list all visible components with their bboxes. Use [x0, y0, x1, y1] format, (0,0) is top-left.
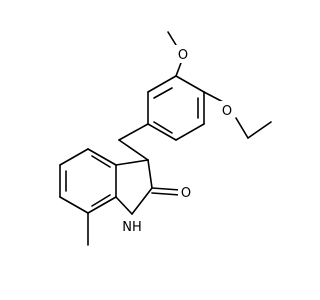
- bond: [151, 187, 181, 191]
- bond: [59, 196, 89, 214]
- benzyl-bond-1: [118, 139, 149, 161]
- bond: [147, 75, 177, 93]
- bond: [115, 159, 149, 166]
- bond: [131, 187, 153, 215]
- bond: [87, 148, 117, 166]
- bond: [175, 75, 205, 93]
- carbonyl-oxygen-label: O: [181, 186, 191, 201]
- bond: [147, 159, 153, 189]
- ethoxy-oxygen-label: O: [222, 104, 232, 119]
- five-membered-ring: [115, 159, 153, 215]
- ethoxy-group: [203, 91, 272, 139]
- double-bond-inner: [91, 155, 111, 168]
- molecule-structure: O O O NH: [59, 31, 272, 246]
- bond: [115, 196, 133, 215]
- benzene-ring-right: [147, 75, 205, 141]
- benzyl-bond-2: [118, 123, 149, 141]
- bond: [247, 121, 272, 139]
- double-bond-inner: [153, 121, 173, 134]
- atom-label-carbonyl-oxygen: O: [178, 183, 194, 201]
- methoxy-oxygen-label: O: [178, 48, 188, 63]
- bond: [175, 123, 205, 141]
- bond: [87, 196, 117, 214]
- double-bond-inner: [91, 194, 111, 207]
- benzene-ring-left: [59, 148, 117, 214]
- double-bond-inner: [153, 87, 173, 99]
- carbonyl-group: [151, 187, 181, 196]
- bond: [235, 117, 249, 139]
- atom-label-amine-nh: NH: [118, 217, 146, 235]
- atom-label-ethoxy-oxygen: O: [219, 101, 235, 119]
- bond: [147, 123, 177, 141]
- atom-label-methoxy-oxygen: O: [175, 45, 191, 63]
- bond: [167, 31, 177, 46]
- amine-nh-label: NH: [122, 220, 142, 235]
- double-bond-inner: [151, 192, 181, 196]
- bond: [59, 148, 89, 166]
